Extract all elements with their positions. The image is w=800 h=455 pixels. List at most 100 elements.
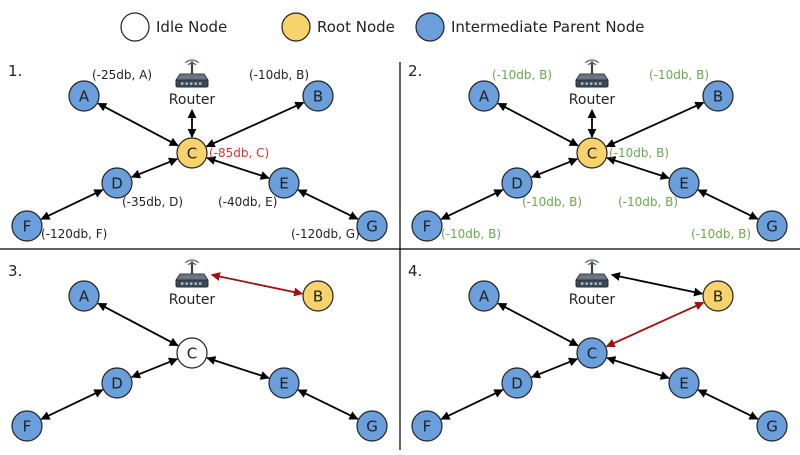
node-F-label: F <box>23 418 32 436</box>
node-G-circle <box>356 210 388 242</box>
router-label: Router <box>569 292 616 308</box>
legend-label-1: Root Node <box>317 18 395 36</box>
node-A-label: A <box>479 288 490 306</box>
node-F-label: F <box>423 418 432 436</box>
edge-G-E <box>297 389 359 420</box>
legend-swatch-1 <box>281 12 311 42</box>
rssi-label-E: (-10db, B) <box>618 195 678 209</box>
rssi-label-F: (-10db, B) <box>441 227 501 241</box>
node-A-circle <box>468 280 500 312</box>
node-D-label: D <box>111 175 123 193</box>
node-D-circle <box>101 367 133 399</box>
node-C-circle <box>176 137 208 169</box>
router-icon <box>175 59 209 88</box>
node-C-label: C <box>587 145 597 163</box>
node-B-label: B <box>713 288 723 306</box>
node-F-circle <box>11 410 43 442</box>
edge-D-C <box>131 157 178 179</box>
edge-B-C <box>205 101 305 148</box>
node-E-circle <box>668 167 700 199</box>
node-A-label: A <box>479 88 490 106</box>
node-G-label: G <box>766 418 778 436</box>
rssi-label-D: (-35db, D) <box>122 195 183 209</box>
node-D-circle <box>501 367 533 399</box>
panel-number: 2. <box>408 62 422 80</box>
rssi-label-C: (-85db, C) <box>209 146 269 160</box>
node-E-label: E <box>279 375 288 393</box>
edge-B-C <box>605 301 705 348</box>
legend-swatch-0 <box>120 12 150 42</box>
rssi-label-F: (-120db, F) <box>41 227 107 241</box>
node-B-circle <box>302 280 334 312</box>
rssi-label-G: (-10db, B) <box>691 227 751 241</box>
edge-router-B <box>210 272 304 297</box>
edge-G-E <box>297 189 359 220</box>
edge-D-C <box>531 357 578 379</box>
rssi-label-D: (-10db, B) <box>522 195 582 209</box>
node-B-label: B <box>713 88 723 106</box>
legend-label-0: Idle Node <box>156 18 227 36</box>
edge-D-C <box>531 157 578 179</box>
node-D-circle <box>501 167 533 199</box>
router-icon <box>175 259 209 288</box>
rssi-label-A: (-25db, A) <box>92 68 152 82</box>
router-icon <box>575 259 609 288</box>
rssi-label-E: (-40db, E) <box>218 195 277 209</box>
edge-E-C <box>606 156 670 180</box>
legend: Idle Node Root Node Intermediate Parent No… <box>120 12 644 42</box>
node-C-circle <box>176 337 208 369</box>
edge-D-C <box>131 357 178 379</box>
node-E-label: E <box>279 175 288 193</box>
rssi-label-B: (-10db, B) <box>649 68 709 82</box>
node-D-label: D <box>111 375 123 393</box>
node-D-circle <box>101 167 133 199</box>
node-E-circle <box>668 367 700 399</box>
router-label: Router <box>169 292 216 308</box>
node-C-circle <box>576 137 608 169</box>
node-G-label: G <box>366 218 378 236</box>
legend-label-2: Intermediate Parent Node <box>451 18 644 36</box>
node-C-circle <box>576 337 608 369</box>
panel-number: 1. <box>8 62 22 80</box>
edge-A-C <box>497 102 579 147</box>
edge-E-C <box>206 156 270 180</box>
node-G-circle <box>756 210 788 242</box>
rssi-label-C: (-10db, B) <box>609 146 669 160</box>
node-E-circle <box>268 367 300 399</box>
edge-A-C <box>97 302 179 347</box>
node-B-circle <box>702 280 734 312</box>
edge-E-C <box>206 356 270 380</box>
node-A-circle <box>468 80 500 112</box>
node-A-circle <box>68 80 100 112</box>
edge-F-D <box>40 389 104 420</box>
node-A-label: A <box>79 288 90 306</box>
router-icon <box>575 59 609 88</box>
node-F-circle <box>411 410 443 442</box>
node-E-circle <box>268 167 300 199</box>
edge-F-D <box>40 189 104 220</box>
node-C-label: C <box>587 345 597 363</box>
panel-number: 3. <box>8 262 22 280</box>
node-F-label: F <box>23 218 32 236</box>
node-G-label: G <box>766 218 778 236</box>
node-A-label: A <box>79 88 90 106</box>
edge-G-E <box>697 389 759 420</box>
node-B-circle <box>302 80 334 112</box>
node-D-label: D <box>511 175 523 193</box>
edge-A-C <box>97 102 179 147</box>
panel-number: 4. <box>408 262 422 280</box>
edge-router-B <box>610 272 704 297</box>
node-F-circle <box>11 210 43 242</box>
node-F-circle <box>411 210 443 242</box>
router-label: Router <box>569 92 616 108</box>
edge-B-C <box>605 101 705 148</box>
edge-A-C <box>497 302 579 347</box>
node-D-label: D <box>511 375 523 393</box>
node-G-label: G <box>366 418 378 436</box>
